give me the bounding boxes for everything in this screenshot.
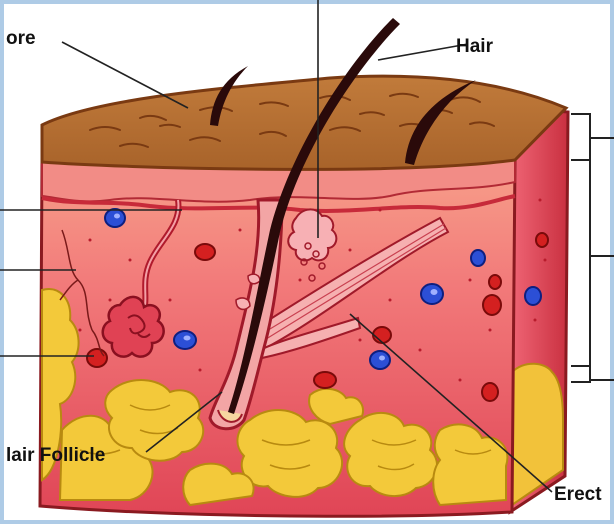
vein-icon — [525, 287, 541, 305]
label-hair-follicle: lair Follicle — [6, 445, 105, 466]
layer-bracket — [571, 114, 614, 382]
artery-icon — [314, 372, 336, 388]
artery-icon — [195, 244, 215, 260]
vein-icon — [370, 351, 390, 369]
label-erector: Erect — [554, 484, 602, 505]
vein-icon — [174, 331, 196, 349]
artery-icon — [483, 295, 501, 315]
label-hair: Hair — [456, 36, 494, 57]
vein-icon — [421, 284, 443, 304]
label-pore: ore — [6, 28, 36, 49]
vein-icon — [471, 250, 485, 266]
artery-icon — [482, 383, 498, 401]
artery-icon — [536, 233, 548, 247]
artery-icon — [373, 327, 391, 343]
artery-icon — [87, 349, 107, 367]
artery-icon — [489, 275, 501, 289]
vein-icon — [105, 209, 125, 227]
